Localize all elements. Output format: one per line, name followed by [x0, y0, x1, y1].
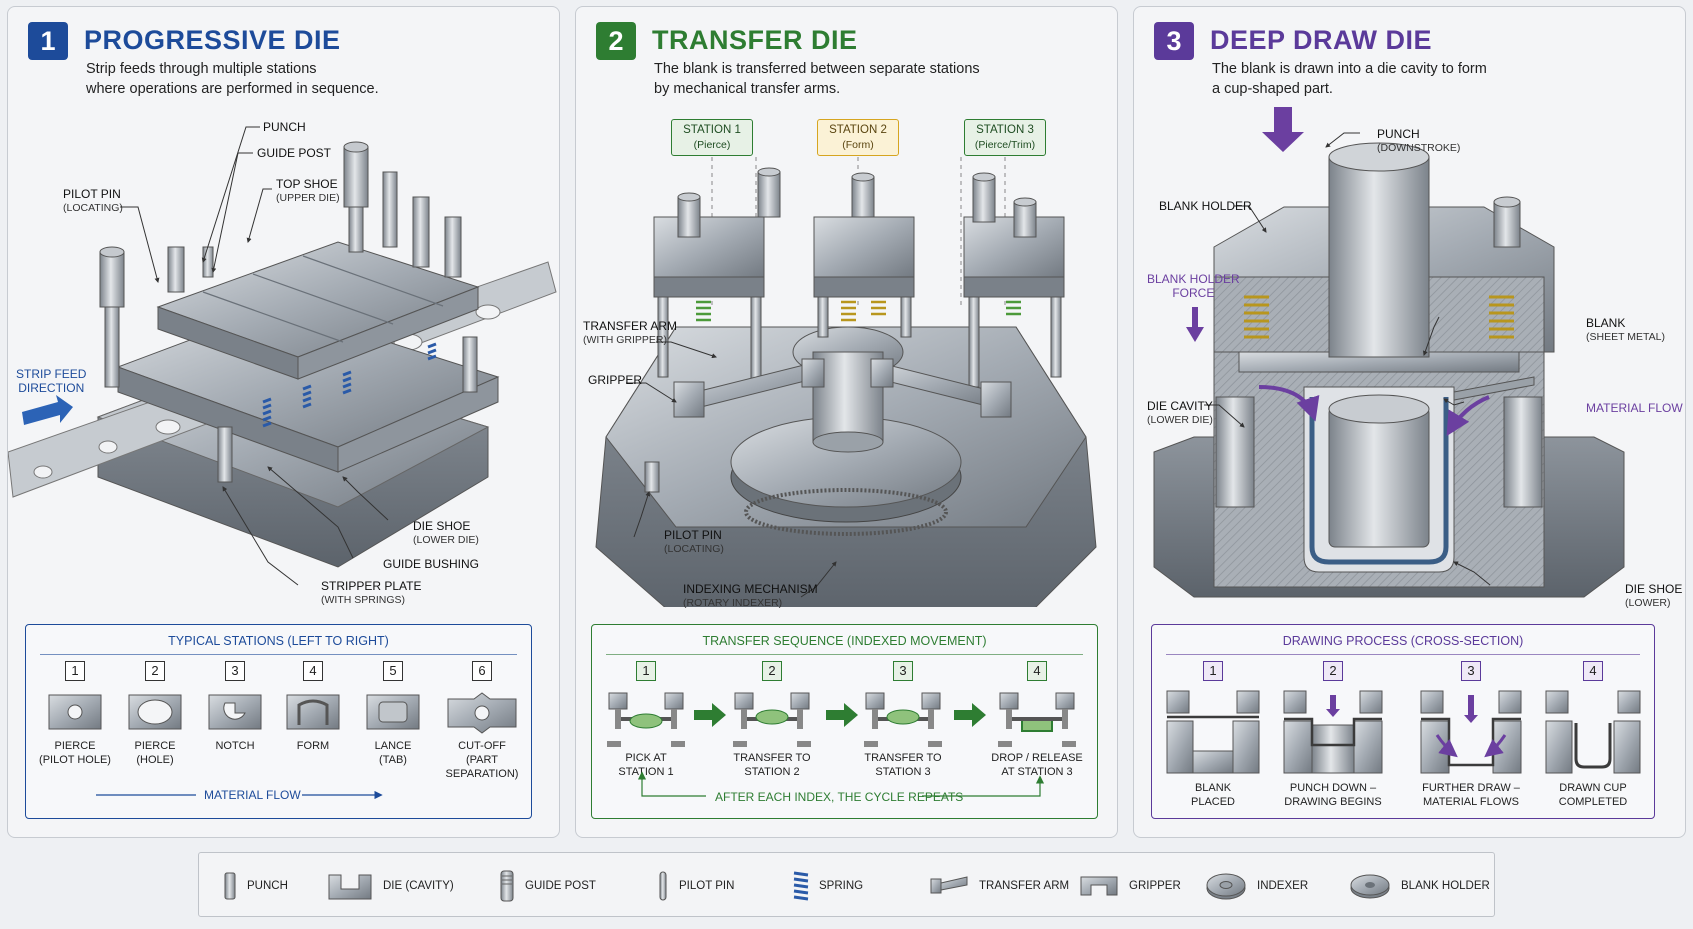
sequence-step: 4 DROP / RELEASE AT STATION 3 — [991, 661, 1083, 778]
blank-placed-icon — [1166, 690, 1260, 774]
pierce-hole-part-icon — [128, 694, 182, 730]
transfer-die-panel: 2 TRANSFER DIE The blank is transferred … — [575, 6, 1118, 838]
station-3-tag: STATION 3(Pierce/Trim) — [964, 119, 1046, 156]
drawn-cup-icon — [1545, 690, 1641, 774]
drawing-step: 2 PUNCH DOWN – DRAWING BEGINS — [1273, 661, 1393, 809]
spring-icon — [793, 871, 809, 901]
drawing-step: 1 BLANK PLACED — [1158, 661, 1268, 809]
release-gripper-icon — [998, 692, 1076, 747]
deep-draw-die-panel: 3 DEEP DRAW DIE The blank is drawn into … — [1133, 6, 1686, 838]
transfer-gripper-icon — [733, 692, 811, 747]
label-blank: BLANK(SHEET METAL) — [1586, 316, 1665, 343]
material-flow-arrow — [96, 790, 383, 800]
transfer-gripper-icon — [864, 692, 942, 747]
panel-title: TRANSFER DIE — [652, 25, 858, 55]
legend: PUNCH DIE (CAVITY) GUIDE POST PILOT PIN … — [198, 852, 1495, 917]
further-draw-icon — [1420, 690, 1522, 774]
label-pilot-pin: PILOT PIN(LOCATING) — [63, 187, 123, 214]
panel-number: 2 — [596, 22, 636, 60]
transfer-arm-icon — [930, 876, 968, 894]
label-top-shoe: TOP SHOE(UPPER DIE) — [276, 177, 340, 204]
label-die-cavity: DIE CAVITY(LOWER DIE) — [1147, 399, 1213, 426]
drawing-step: 3 FURTHER DRAW – MATERIAL FLOWS — [1406, 661, 1536, 809]
label-blank-holder: BLANK HOLDER — [1159, 199, 1252, 213]
indexer-icon — [1206, 873, 1246, 900]
cycle-repeat-note: AFTER EACH INDEX, THE CYCLE REPEATS — [715, 790, 964, 804]
lance-part-icon — [366, 694, 420, 730]
label-stripper-plate: STRIPPER PLATE(WITH SPRINGS) — [321, 579, 422, 606]
panel-subtitle: The blank is drawn into a die cavity to … — [1212, 61, 1487, 97]
box-title: TRANSFER SEQUENCE (INDEXED MOVEMENT) — [702, 634, 987, 648]
material-flow-label: MATERIAL FLOW — [204, 788, 301, 802]
notch-part-icon — [208, 694, 262, 730]
station-step: 1 PIERCE (PILOT HOLE) — [39, 661, 111, 766]
die-cavity-icon — [328, 874, 372, 900]
panel-subtitle: Strip feeds through multiple stations wh… — [86, 61, 379, 97]
typical-stations-box: TYPICAL STATIONS (LEFT TO RIGHT) 1 PIERC… — [25, 624, 532, 819]
label-die-shoe: DIE SHOE(LOWER) — [1625, 582, 1683, 609]
panel-number: 1 — [28, 22, 68, 60]
label-punch: PUNCH — [263, 120, 306, 134]
blank-holder-icon — [1350, 874, 1390, 899]
box-title: DRAWING PROCESS (CROSS-SECTION) — [1282, 634, 1524, 648]
punch-icon — [224, 872, 236, 900]
legend-item: SPRING — [793, 871, 863, 901]
legend-item: INDEXER — [1205, 871, 1308, 901]
legend-item: GUIDE POST — [499, 870, 596, 902]
station-step: 4 FORM — [276, 661, 350, 753]
label-material-flow: MATERIAL FLOW — [1586, 401, 1683, 415]
station-step: 5 LANCE (TAB) — [356, 661, 430, 767]
cutoff-part-icon — [447, 692, 517, 734]
legend-item: GRIPPER — [1079, 871, 1181, 901]
deep-draw-illustration — [1153, 107, 1625, 598]
station-step: 2 PIERCE (HOLE) — [118, 661, 192, 767]
punch-down-icon — [1283, 690, 1383, 774]
legend-item: PUNCH — [223, 871, 288, 901]
label-guide-bushing: GUIDE BUSHING — [383, 557, 480, 571]
box-title: TYPICAL STATIONS (LEFT TO RIGHT) — [168, 634, 389, 648]
label-punch: PUNCH(DOWNSTROKE) — [1377, 127, 1461, 154]
drawing-step: 4 DRAWN CUP COMPLETED — [1537, 661, 1649, 809]
pick-gripper-icon — [607, 692, 685, 747]
progressive-die-panel: 1 PROGRESSIVE DIE Strip feeds through mu… — [7, 6, 560, 838]
label-indexing-mechanism: INDEXING MECHANISM(ROTARY INDEXER) — [683, 582, 818, 609]
label-pilot-pin: PILOT PIN(LOCATING) — [664, 528, 724, 555]
sequence-step: 3 TRANSFER TO STATION 3 — [855, 661, 951, 779]
panel-title: PROGRESSIVE DIE — [84, 25, 341, 55]
label-die-shoe: DIE SHOE(LOWER DIE) — [413, 519, 479, 546]
station-1-tag: STATION 1(Pierce) — [671, 119, 753, 156]
legend-item: TRANSFER ARM — [929, 871, 1069, 901]
drawing-process-box: DRAWING PROCESS (CROSS-SECTION) 1 BLANK … — [1151, 624, 1655, 819]
progressive-die-illustration — [8, 126, 557, 586]
station-step: 6 CUT-OFF (PART SEPARATION) — [445, 661, 519, 780]
guide-post-icon — [500, 870, 514, 902]
panel-title: DEEP DRAW DIE — [1210, 25, 1433, 55]
legend-item: DIE (CAVITY) — [327, 871, 454, 901]
station-step: 3 NOTCH — [198, 661, 272, 753]
form-part-icon — [286, 694, 340, 730]
legend-item: PILOT PIN — [657, 871, 734, 901]
sequence-step: 2 TRANSFER TO STATION 2 — [724, 661, 820, 779]
panel-number: 3 — [1154, 22, 1194, 60]
label-gripper: GRIPPER — [588, 373, 643, 387]
station-2-tag: STATION 2(Form) — [817, 119, 899, 156]
transfer-sequence-box: TRANSFER SEQUENCE (INDEXED MOVEMENT) 1 P… — [591, 624, 1098, 819]
sequence-arrows — [637, 703, 1045, 797]
gripper-icon — [1080, 876, 1118, 896]
panel-subtitle: The blank is transferred between separat… — [654, 61, 980, 97]
label-guide-post: GUIDE POST — [257, 146, 332, 160]
label-transfer-arm: TRANSFER ARM(WITH GRIPPER) — [583, 319, 678, 346]
pierce-part-icon — [48, 694, 102, 730]
pilot-pin-icon — [659, 871, 667, 901]
legend-item: BLANK HOLDER — [1349, 871, 1490, 901]
transfer-die-illustration — [595, 157, 1097, 607]
